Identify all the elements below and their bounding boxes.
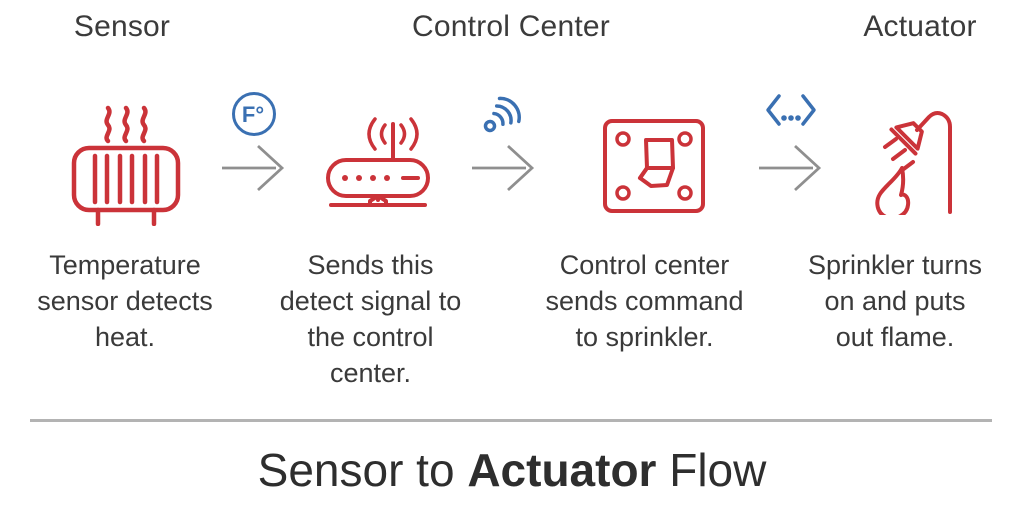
switch-plate bbox=[603, 119, 705, 213]
control-center-label: Control Center bbox=[412, 10, 610, 43]
arrow-right-icon bbox=[759, 144, 822, 192]
caption-line: sends command bbox=[545, 286, 744, 316]
caption-line: Control center bbox=[559, 250, 730, 280]
caption-line: on and puts bbox=[824, 286, 966, 316]
rocker-top bbox=[644, 138, 675, 170]
actuator-label: Actuator bbox=[863, 10, 977, 43]
wireless-signal-badge-icon bbox=[483, 96, 521, 133]
title-bold: Actuator bbox=[467, 444, 657, 496]
sprinkler-head bbox=[894, 121, 924, 151]
router-caption: Sends this detect signal to the control … bbox=[258, 247, 483, 391]
temperature-badge-text: F° bbox=[242, 102, 264, 127]
caption-line: heat. bbox=[94, 322, 156, 352]
code-command-badge-icon bbox=[766, 94, 816, 126]
flame bbox=[875, 166, 911, 221]
sprinkler-icon bbox=[855, 100, 960, 221]
sensor-caption: Temperature sensor detects heat. bbox=[15, 247, 235, 355]
caption-line: out flame. bbox=[835, 322, 955, 352]
arrow-right-icon bbox=[222, 144, 285, 192]
screw bbox=[615, 131, 631, 147]
screw bbox=[615, 185, 631, 201]
caption-line: the control bbox=[307, 322, 434, 352]
divider-line bbox=[30, 419, 992, 422]
arrow-right-icon bbox=[472, 144, 535, 192]
spray-line bbox=[883, 137, 898, 149]
heat-sensor-icon bbox=[66, 104, 186, 231]
caption-line: to sprinkler. bbox=[575, 322, 714, 352]
caption-line: detect signal to bbox=[279, 286, 462, 316]
switch-caption: Control center sends command to sprinkle… bbox=[523, 247, 766, 355]
page-title: Sensor to Actuator Flow bbox=[0, 443, 1024, 497]
sprinkler-pipe bbox=[915, 111, 952, 214]
screw bbox=[677, 185, 693, 201]
screw bbox=[677, 131, 693, 147]
switch-icon bbox=[602, 118, 706, 219]
spray-line bbox=[891, 148, 907, 161]
caption-line: center. bbox=[329, 358, 412, 388]
rocker-fold bbox=[638, 166, 649, 180]
heat-wave bbox=[122, 105, 130, 144]
router-icon bbox=[325, 112, 435, 213]
caption-line: Temperature bbox=[49, 250, 201, 280]
heat-wave bbox=[104, 105, 112, 144]
sprinkler-caption: Sprinkler turns on and puts out flame. bbox=[783, 247, 1007, 355]
title-suffix: Flow bbox=[656, 444, 767, 496]
caption-line: sensor detects bbox=[37, 286, 213, 316]
caption-line: Sprinkler turns bbox=[807, 250, 983, 280]
title-prefix: Sensor to bbox=[257, 444, 468, 496]
heater-body bbox=[71, 145, 181, 213]
sprinkler-face bbox=[889, 127, 918, 156]
temperature-badge-icon: F° bbox=[232, 92, 276, 136]
heat-wave bbox=[140, 105, 148, 144]
sensor-label: Sensor bbox=[73, 10, 171, 43]
caption-line: Sends this bbox=[307, 250, 434, 280]
network-node bbox=[368, 194, 388, 207]
